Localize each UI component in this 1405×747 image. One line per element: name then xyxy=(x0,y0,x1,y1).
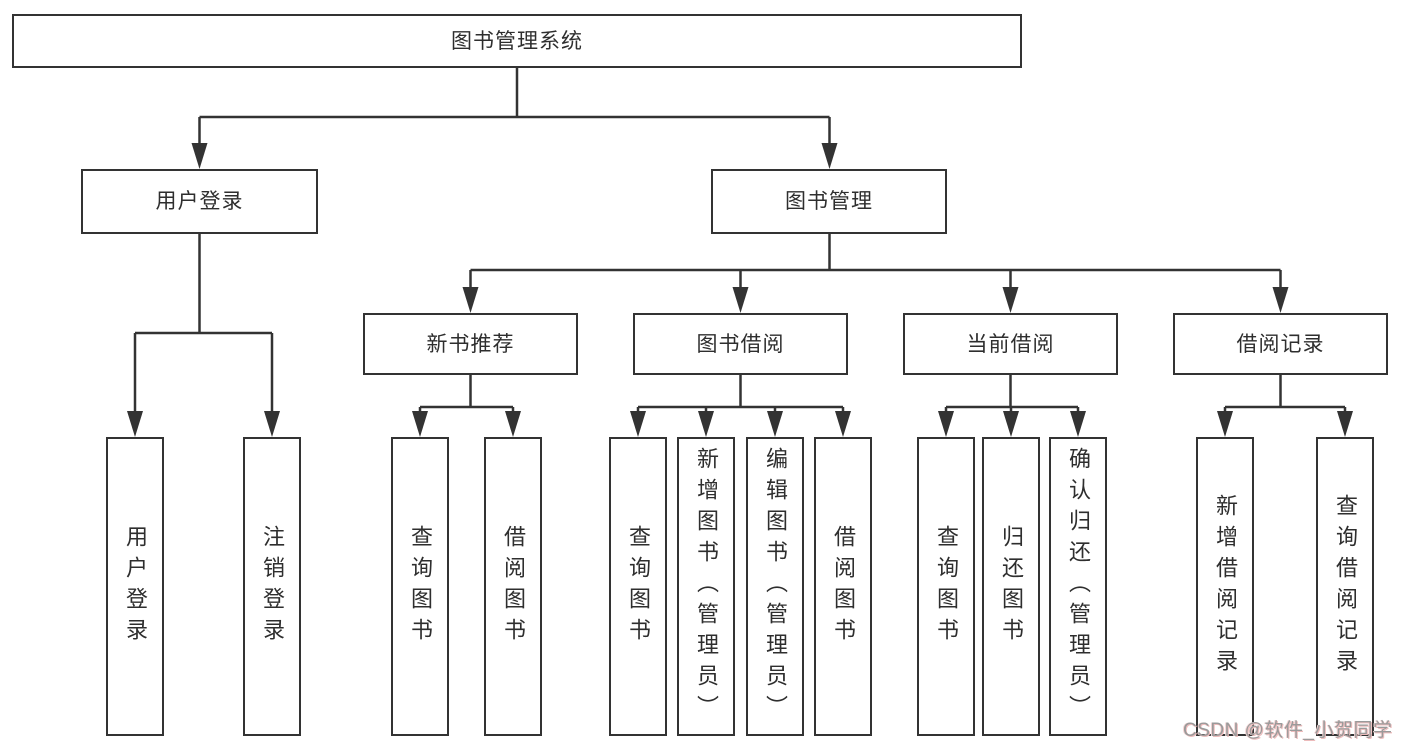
node-label: 用户登录 xyxy=(123,524,148,649)
node-label: 当前借阅 xyxy=(966,332,1055,356)
node-label: 查询图书 xyxy=(626,524,651,649)
arrow-icon xyxy=(264,411,280,437)
node-label: 查询图书 xyxy=(408,524,433,649)
arrow-icon xyxy=(191,143,208,169)
node-label: 新增借阅记录 xyxy=(1213,493,1238,680)
leaf-return-books: 归还图书 xyxy=(982,437,1040,736)
node-label: 注销登录 xyxy=(260,524,285,649)
node-label: 查询借阅记录 xyxy=(1333,493,1358,680)
leaf-add-books-admin: 新增图书（管理员） xyxy=(677,437,735,736)
node-borrow-records: 借阅记录 xyxy=(1173,313,1388,375)
leaf-edit-books-admin: 编辑图书（管理员） xyxy=(746,437,804,736)
leaf-query-books-borrow: 查询图书 xyxy=(609,437,667,736)
leaf-borrow-books-recommend: 借阅图书 xyxy=(484,437,542,736)
arrow-icon xyxy=(821,143,838,169)
node-label: 编辑图书（管理员） xyxy=(763,447,788,726)
node-label: 查询图书 xyxy=(934,524,959,649)
node-label: 确认归还（管理员） xyxy=(1066,447,1091,726)
arrow-icon xyxy=(1070,411,1086,437)
node-book-management: 图书管理 xyxy=(711,169,947,234)
leaf-user-login: 用户登录 xyxy=(106,437,164,736)
arrow-icon xyxy=(938,411,954,437)
leaf-borrow-books: 借阅图书 xyxy=(814,437,872,736)
node-current-borrow: 当前借阅 xyxy=(903,313,1118,375)
arrow-icon xyxy=(1217,411,1233,437)
leaf-query-borrow-record: 查询借阅记录 xyxy=(1316,437,1374,736)
arrow-icon xyxy=(127,411,143,437)
node-label: 图书管理系统 xyxy=(451,29,583,53)
node-label: 借阅图书 xyxy=(501,524,526,649)
arrow-icon xyxy=(732,287,749,313)
arrow-icon xyxy=(698,411,714,437)
leaf-query-books-current: 查询图书 xyxy=(917,437,975,736)
arrowheads xyxy=(127,143,1353,437)
arrow-icon xyxy=(1002,287,1019,313)
node-label: 用户登录 xyxy=(155,190,244,213)
node-label: 图书借阅 xyxy=(696,332,785,356)
leaf-confirm-return-admin: 确认归还（管理员） xyxy=(1049,437,1107,736)
node-user-login: 用户登录 xyxy=(81,169,318,234)
node-new-book-recommend: 新书推荐 xyxy=(363,313,578,375)
csdn-watermark: CSDN @软件_小贺同学 xyxy=(1183,720,1393,741)
arrow-icon xyxy=(462,287,479,313)
node-label: 归还图书 xyxy=(999,524,1024,649)
arrow-icon xyxy=(767,411,783,437)
node-label: 借阅记录 xyxy=(1236,332,1325,356)
arrow-icon xyxy=(630,411,646,437)
leaf-add-borrow-record: 新增借阅记录 xyxy=(1196,437,1254,736)
leaf-logout: 注销登录 xyxy=(243,437,301,736)
node-label: 借阅图书 xyxy=(831,524,856,649)
arrow-icon xyxy=(1003,411,1019,437)
node-label: 新书推荐 xyxy=(426,332,515,356)
node-label: 图书管理 xyxy=(785,190,873,213)
arrow-icon xyxy=(505,411,521,437)
node-label: 新增图书（管理员） xyxy=(694,447,719,726)
leaf-query-books-recommend: 查询图书 xyxy=(391,437,449,736)
node-root-system: 图书管理系统 xyxy=(12,14,1022,68)
arrow-icon xyxy=(412,411,428,437)
node-book-borrow: 图书借阅 xyxy=(633,313,848,375)
arrow-icon xyxy=(835,411,851,437)
arrow-icon xyxy=(1272,287,1289,313)
arrow-icon xyxy=(1337,411,1353,437)
